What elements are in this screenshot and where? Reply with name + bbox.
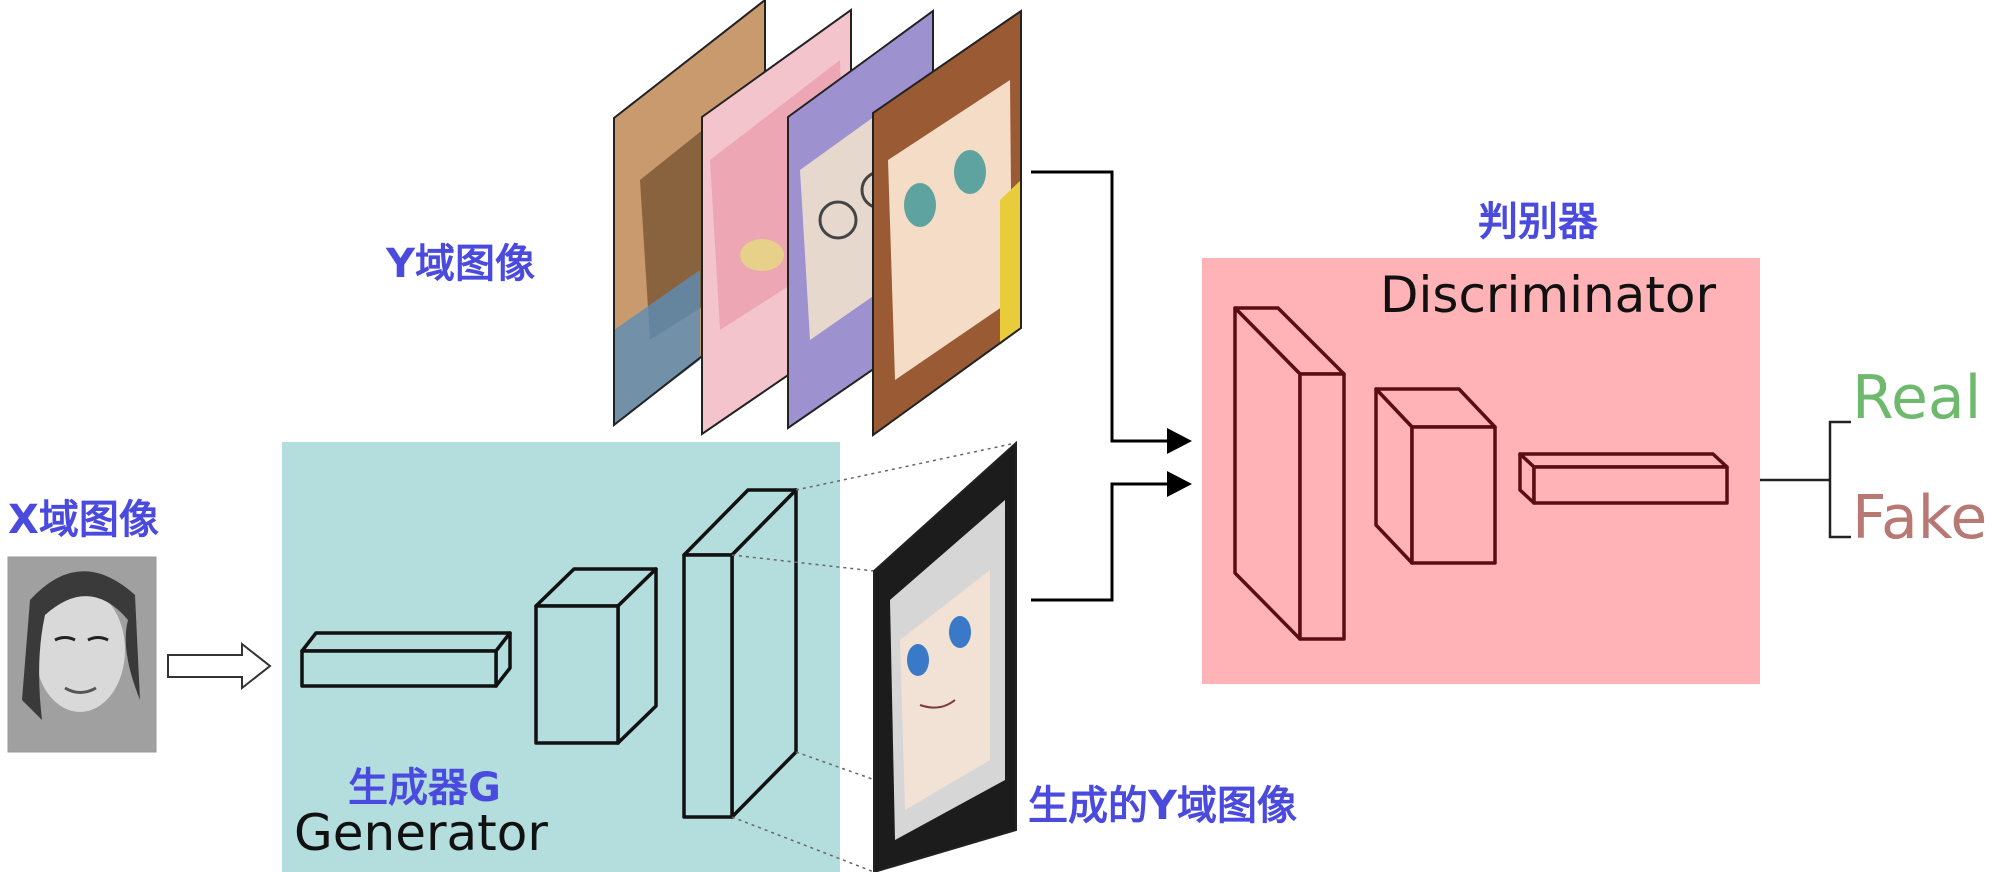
projection-lines [731,442,1017,872]
discriminator-label-cn: 判别器 [1478,199,1598,245]
x-domain-photo [7,556,157,753]
output-fake: Fake [1852,483,1988,553]
y-domain-label: Y域图像 [386,241,535,287]
generator-label-en: Generator [294,804,548,862]
discriminator-block-1 [1233,306,1346,641]
y-domain-image-4 [872,9,1022,437]
generator-block-1 [300,631,512,688]
generated-y-label: 生成的Y域图像 [1028,783,1297,829]
discriminator-label-en: Discriminator [1380,266,1717,324]
x-domain-label: X域图像 [8,497,159,543]
connector-arrowheads [1167,428,1192,497]
output-fork [1760,420,1851,539]
generated-y-image [873,440,1017,872]
output-real: Real [1852,363,1982,433]
input-arrow [167,641,272,691]
connector-lines [1031,170,1182,602]
generator-block-3 [682,488,798,819]
generator-label-cn: 生成器G [348,765,501,811]
discriminator-block-2 [1374,387,1497,565]
generator-block-2 [534,567,658,745]
discriminator-block-3 [1518,452,1729,505]
